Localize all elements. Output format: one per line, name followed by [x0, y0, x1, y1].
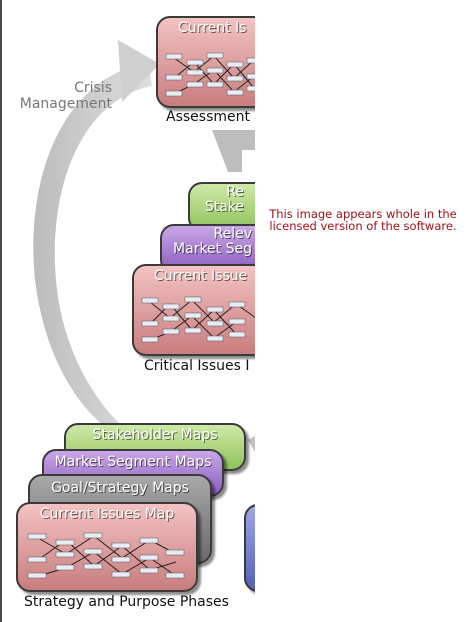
card-title: Current Issues Map — [39, 506, 175, 522]
crisis-management-label: Crisis Management — [10, 80, 112, 112]
card-blue-partial — [244, 504, 255, 592]
crisis-label-line1: Crisis — [74, 80, 112, 96]
issue-map-graphic — [165, 52, 255, 97]
crisis-label-line2: Management — [19, 96, 112, 112]
diagram-visible-area: Current Is Assessment Crisis Management — [10, 16, 255, 610]
left-border — [0, 0, 2, 622]
caption-strategy-purpose: Strategy and Purpose Phases — [24, 594, 229, 610]
card-current-issues-map: Current Issues Map — [16, 502, 198, 592]
card-title: Re Stake — [190, 185, 255, 215]
license-notice: This image appears whole in the licensed… — [269, 207, 457, 233]
card-title: Current Issue — [154, 268, 248, 284]
issue-map-graphic — [27, 532, 185, 579]
issue-map-graphic — [141, 296, 255, 343]
card-title: Stakeholder Maps — [92, 427, 218, 443]
card-title: Relev Market Seg — [162, 227, 255, 257]
card-title: Goal/Strategy Maps — [51, 480, 189, 496]
card-current-issues-top: Current Is — [156, 16, 255, 108]
card-title: Market Segment Maps — [54, 454, 212, 470]
caption-critical-issues: Critical Issues I — [144, 358, 250, 374]
card-relevant-stakeholder: Re Stake — [188, 182, 255, 232]
card-current-issues-middle: Current Issue — [132, 264, 255, 356]
card-title-line1: Re — [226, 184, 244, 200]
card-title-line2: Market Seg — [173, 241, 252, 257]
card-title-line2: Stake — [204, 199, 244, 215]
caption-assessment: Assessment — [166, 109, 250, 125]
card-title-line1: Relev — [213, 226, 253, 242]
cycle-arrow — [33, 40, 255, 452]
card-title: Current Is — [178, 20, 247, 36]
